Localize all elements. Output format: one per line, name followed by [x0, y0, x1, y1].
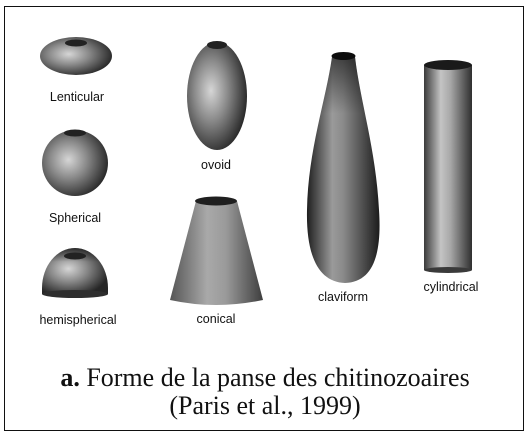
- caption-line-1: a. Forme de la panse des chitinozoaires: [0, 364, 530, 392]
- caption-line-2: (Paris et al., 1999): [0, 392, 530, 420]
- label-cylindrical: cylindrical: [424, 280, 479, 294]
- cylindrical-shape: [424, 60, 472, 273]
- figure-caption: a. Forme de la panse des chitinozoaires …: [0, 364, 530, 420]
- label-conical: conical: [197, 312, 236, 326]
- label-claviform: claviform: [318, 290, 368, 304]
- caption-letter: a.: [60, 363, 80, 392]
- label-spherical: Spherical: [49, 211, 101, 225]
- lenticular-shape: [40, 37, 112, 75]
- label-lenticular: Lenticular: [50, 90, 104, 104]
- conical-shape: [170, 197, 263, 306]
- claviform-shape: [307, 52, 380, 283]
- spherical-shape: [42, 130, 108, 197]
- label-hemispherical: hemispherical: [39, 313, 116, 327]
- caption-title: Forme de la panse des chitinozoaires: [86, 363, 469, 392]
- label-ovoid: ovoid: [201, 158, 231, 172]
- ovoid-shape: [187, 41, 247, 150]
- hemispherical-shape: [42, 248, 108, 298]
